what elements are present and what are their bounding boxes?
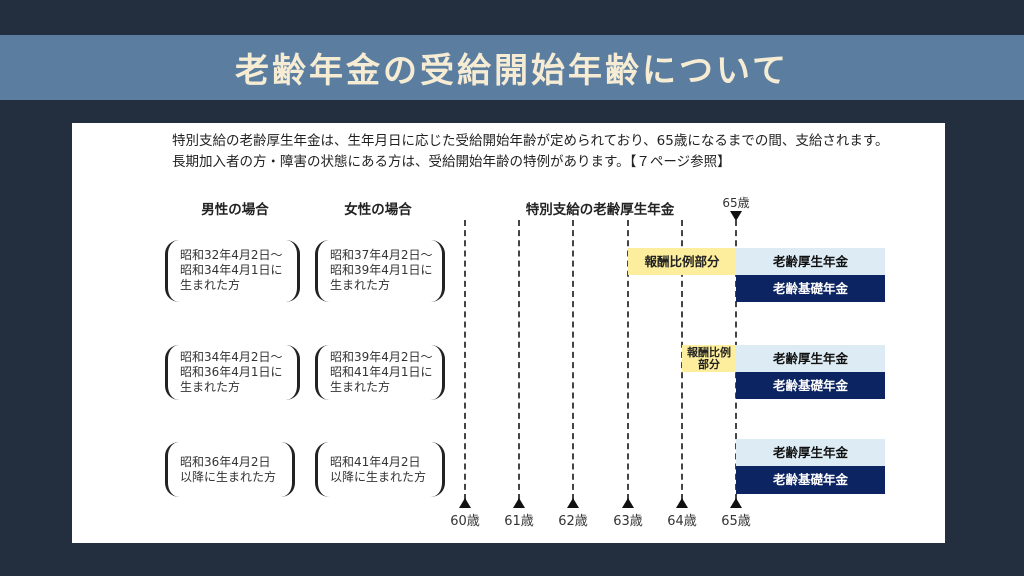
male-row1: 昭和32年4月2日～昭和34年4月1日に生まれた方 bbox=[180, 248, 283, 292]
bracket bbox=[165, 345, 300, 400]
proportional-bar-row1: 報酬比例部分 bbox=[628, 248, 736, 275]
up-triangle-icon bbox=[459, 498, 471, 508]
bracket bbox=[315, 442, 445, 497]
kiso-bar-row2: 老齢基礎年金 bbox=[736, 372, 885, 399]
female-row3: 昭和41年4月2日以降に生まれた方 bbox=[330, 455, 427, 484]
bracket bbox=[315, 240, 445, 302]
female-row1: 昭和37年4月2日～昭和39年4月1日に生まれた方 bbox=[330, 248, 433, 292]
title-bar: 老齢年金の受給開始年齢について bbox=[0, 35, 1024, 100]
age-label: 61歳 bbox=[504, 514, 534, 529]
age-line-63 bbox=[627, 220, 629, 500]
special-header: 特別支給の老齢厚生年金 bbox=[525, 202, 675, 218]
up-triangle-icon bbox=[622, 498, 634, 508]
kosei-bar-row1: 老齢厚生年金 bbox=[736, 248, 885, 275]
male-row3: 昭和36年4月2日以降に生まれた方 bbox=[180, 455, 277, 484]
age-line-60 bbox=[464, 220, 466, 500]
age-label: 64歳 bbox=[667, 514, 697, 529]
bracket bbox=[165, 240, 300, 302]
intro-text: 特別支給の老齢厚生年金は、生年月日に応じた受給開始年齢が定められており、65歳に… bbox=[172, 133, 889, 170]
kosei-bar-row3: 老齢厚生年金 bbox=[736, 439, 885, 466]
age-label: 60歳 bbox=[450, 514, 480, 529]
up-triangle-icon bbox=[676, 498, 688, 508]
up-triangle-icon bbox=[513, 498, 525, 508]
male-row2: 昭和34年4月2日～昭和36年4月1日に生まれた方 bbox=[180, 350, 283, 394]
age-label: 65歳 bbox=[721, 514, 751, 529]
female-row2: 昭和39年4月2日～昭和41年4月1日に生まれた方 bbox=[330, 350, 433, 394]
female-header: 女性の場合 bbox=[344, 202, 412, 218]
kosei-bar-row2: 老齢厚生年金 bbox=[736, 345, 885, 372]
kiso-bar-row3: 老齢基礎年金 bbox=[736, 466, 885, 494]
up-triangle-icon bbox=[730, 498, 742, 508]
age-label: 63歳 bbox=[613, 514, 643, 529]
age-line-62 bbox=[572, 220, 574, 500]
page-title: 老齢年金の受給開始年齢について bbox=[235, 51, 789, 91]
proportional-bar-row2: 報酬比例部分 bbox=[682, 345, 736, 372]
down-triangle-icon bbox=[730, 211, 742, 221]
up-triangle-icon bbox=[567, 498, 579, 508]
age-label: 62歳 bbox=[558, 514, 588, 529]
age65-top-label: 65歳 bbox=[722, 196, 750, 210]
age-line-61 bbox=[518, 220, 520, 500]
kiso-bar-row1: 老齢基礎年金 bbox=[736, 275, 885, 302]
male-header: 男性の場合 bbox=[201, 202, 269, 218]
bracket bbox=[315, 345, 445, 400]
bracket bbox=[165, 442, 295, 497]
